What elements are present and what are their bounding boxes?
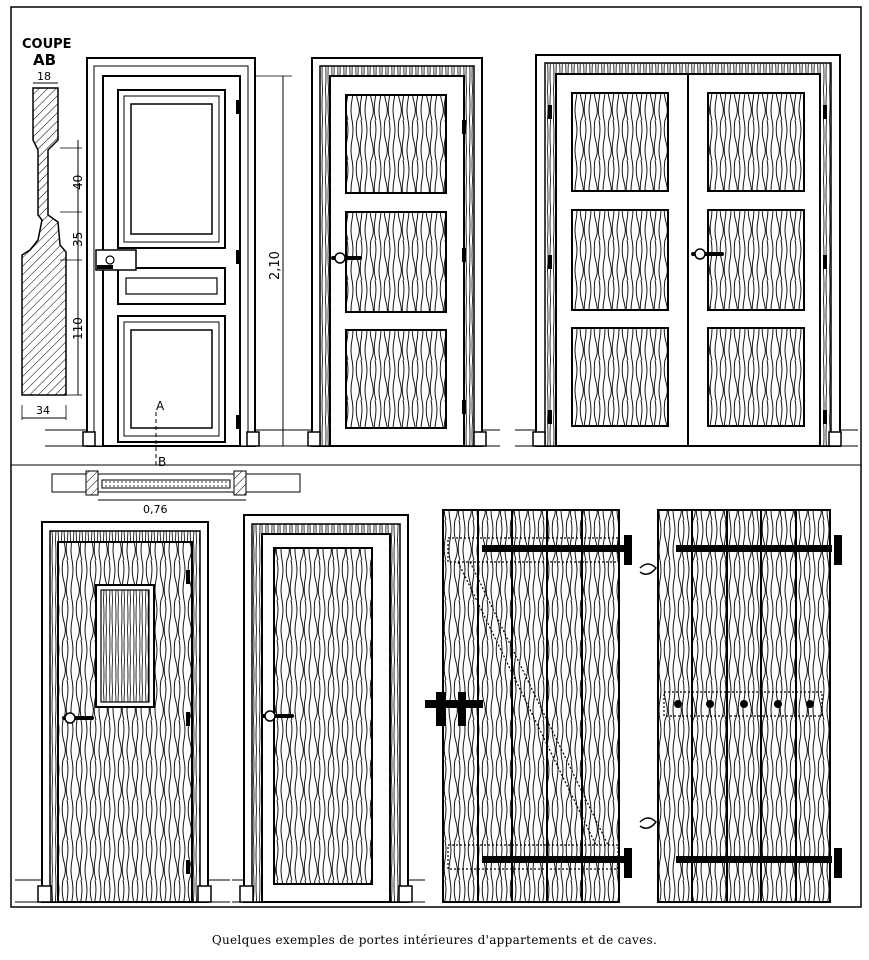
section-mark-b: B <box>158 455 166 469</box>
section-dim-width-top: 18 <box>37 70 51 83</box>
section-mark-a: A <box>156 399 165 413</box>
section-dim-35: 35 <box>71 232 85 247</box>
door-width-dimension: 0,76 <box>143 503 168 516</box>
section-dim-width-bottom: 34 <box>36 404 50 417</box>
door-cellar-front <box>639 509 842 903</box>
door-glazed-window <box>15 521 230 903</box>
plate-border <box>10 6 862 908</box>
section-profile: COUPE AB 18 40 35 110 34 <box>21 37 85 420</box>
section-dim-110: 110 <box>71 317 85 340</box>
door-three-panel <box>305 57 500 447</box>
door-double <box>515 54 858 447</box>
door-panelled: A B 2,10 0,76 <box>45 57 310 516</box>
section-dim-40: 40 <box>71 175 85 190</box>
section-title: COUPE <box>22 37 72 52</box>
door-cellar-back <box>425 509 632 903</box>
figure-caption: Quelques exemples de portes intérieures … <box>211 933 658 947</box>
section-subtitle: AB <box>33 51 56 69</box>
door-height-dimension: 2,10 <box>268 251 283 280</box>
door-flat-panel <box>232 514 425 903</box>
